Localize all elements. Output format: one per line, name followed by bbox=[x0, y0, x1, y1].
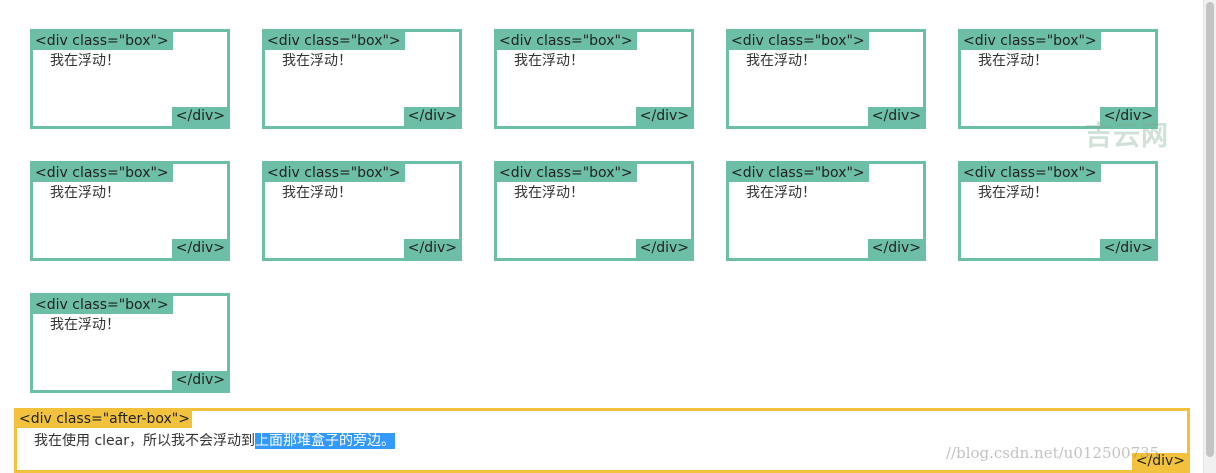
box-text: 我在浮动！ bbox=[50, 317, 120, 333]
box-text: 我在浮动！ bbox=[50, 185, 120, 201]
box-open-tag: <div class="box"> bbox=[33, 296, 173, 314]
box-close-tag: </div> bbox=[171, 371, 227, 390]
float-box: <div class="box"> 我在浮动！ </div> bbox=[262, 161, 462, 261]
box-close-tag: </div> bbox=[635, 107, 691, 126]
box-text: 我在浮动！ bbox=[282, 53, 352, 69]
box-text: 我在浮动！ bbox=[746, 53, 816, 69]
float-box: <div class="box"> 我在浮动！ </div> bbox=[494, 29, 694, 129]
float-box: <div class="box"> 我在浮动！ </div> bbox=[726, 29, 926, 129]
box-text: 我在浮动！ bbox=[978, 53, 1048, 69]
box-text: 我在浮动！ bbox=[50, 53, 120, 69]
after-box-close-tag: </div> bbox=[1131, 453, 1187, 470]
float-box: <div class="box"> 我在浮动！ </div> bbox=[958, 29, 1158, 129]
box-close-tag: </div> bbox=[403, 107, 459, 126]
box-text: 我在浮动！ bbox=[514, 53, 584, 69]
box-open-tag: <div class="box"> bbox=[497, 164, 637, 182]
float-box: <div class="box"> 我在浮动！ </div> bbox=[494, 161, 694, 261]
box-close-tag: </div> bbox=[171, 239, 227, 258]
box-close-tag: </div> bbox=[635, 239, 691, 258]
box-close-tag: </div> bbox=[1099, 107, 1155, 126]
after-box: <div class="after-box"> 我在使用 clear，所以我不会… bbox=[14, 408, 1190, 473]
watermark-url: //blog.csdn.net/u012500735 bbox=[946, 444, 1160, 462]
box-open-tag: <div class="box"> bbox=[265, 32, 405, 50]
float-box: <div class="box"> 我在浮动！ </div> bbox=[30, 293, 230, 393]
after-box-text-selected: 上面那堆盒子的旁边。 bbox=[255, 433, 395, 449]
after-box-text-plain: 我在使用 clear，所以我不会浮动到 bbox=[34, 433, 255, 449]
box-text: 我在浮动！ bbox=[514, 185, 584, 201]
box-open-tag: <div class="box"> bbox=[265, 164, 405, 182]
box-close-tag: </div> bbox=[867, 107, 923, 126]
box-text: 我在浮动！ bbox=[282, 185, 352, 201]
box-close-tag: </div> bbox=[867, 239, 923, 258]
float-box: <div class="box"> 我在浮动！ </div> bbox=[30, 161, 230, 261]
float-box: <div class="box"> 我在浮动！ </div> bbox=[726, 161, 926, 261]
box-open-tag: <div class="box"> bbox=[961, 32, 1101, 50]
box-open-tag: <div class="box"> bbox=[729, 164, 869, 182]
box-open-tag: <div class="box"> bbox=[33, 164, 173, 182]
box-open-tag: <div class="box"> bbox=[729, 32, 869, 50]
box-open-tag: <div class="box"> bbox=[497, 32, 637, 50]
float-box: <div class="box"> 我在浮动！ </div> bbox=[262, 29, 462, 129]
vertical-scrollbar[interactable] bbox=[1203, 0, 1216, 473]
box-close-tag: </div> bbox=[171, 107, 227, 126]
float-box: <div class="box"> 我在浮动！ </div> bbox=[958, 161, 1158, 261]
box-close-tag: </div> bbox=[403, 239, 459, 258]
after-box-text[interactable]: 我在使用 clear，所以我不会浮动到上面那堆盒子的旁边。 bbox=[34, 430, 395, 450]
box-text: 我在浮动！ bbox=[746, 185, 816, 201]
after-box-open-tag: <div class="after-box"> bbox=[17, 411, 192, 428]
scrollbar-thumb[interactable] bbox=[1206, 2, 1214, 457]
box-text: 我在浮动！ bbox=[978, 185, 1048, 201]
box-open-tag: <div class="box"> bbox=[961, 164, 1101, 182]
box-open-tag: <div class="box"> bbox=[33, 32, 173, 50]
box-close-tag: </div> bbox=[1099, 239, 1155, 258]
float-box: <div class="box"> 我在浮动！ </div> bbox=[30, 29, 230, 129]
watermark-logo: 吉云网 bbox=[1085, 121, 1169, 152]
